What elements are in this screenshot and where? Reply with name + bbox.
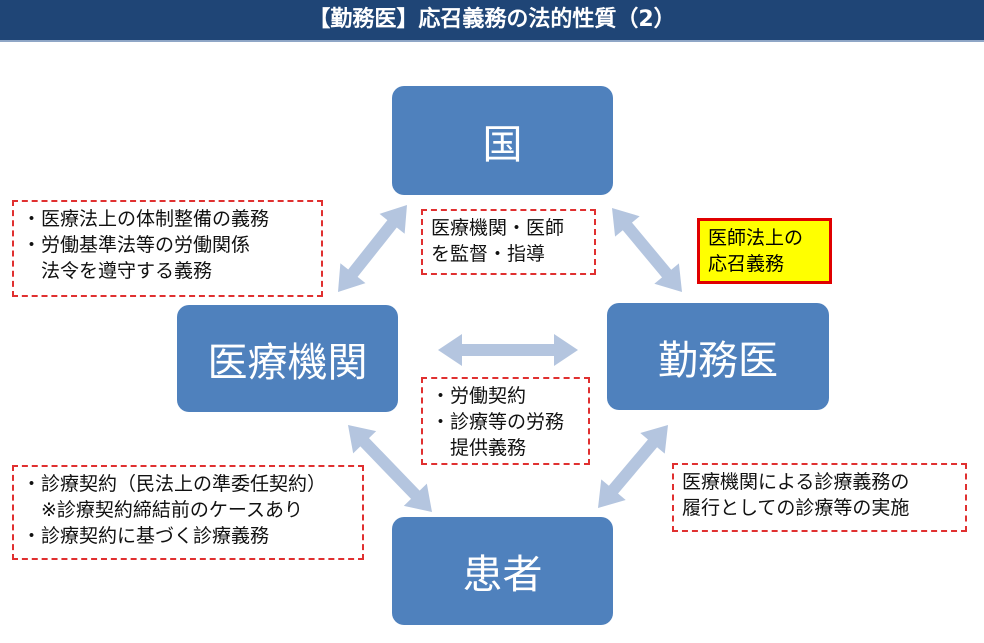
note-supervision: 医療機関・医師 を監督・指導 <box>421 209 596 275</box>
note-duty-to-respond: 医師法上の 応召義務 <box>697 218 832 284</box>
page-title: 【勤務医】応召義務の法的性質（2） <box>0 0 984 42</box>
node-medical-institution: 医療機関 <box>177 305 398 412</box>
note-line: 法令を遵守する義務 <box>22 260 213 282</box>
note-line: ・診療等の労務 <box>431 411 565 433</box>
node-employed-doctor: 勤務医 <box>607 303 829 410</box>
node-patient: 患者 <box>392 517 613 625</box>
note-institution-duties: ・医療法上の体制整備の義務 ・労働基準法等の労働関係 法令を遵守する義務 <box>12 200 323 297</box>
note-line: ・医療法上の体制整備の義務 <box>22 208 270 230</box>
note-line: を監督・指導 <box>431 243 546 265</box>
arrow-institution-doctor-icon <box>438 334 578 366</box>
note-line: 提供義務 <box>431 437 527 459</box>
arrow-doctor-patient-icon <box>598 425 668 508</box>
arrow-institution-patient-icon <box>348 425 432 512</box>
note-line: ※診療契約締結前のケースあり <box>22 499 303 521</box>
note-line: ・労働契約 <box>431 385 527 407</box>
arrow-state-doctor-icon <box>612 208 682 292</box>
node-state: 国 <box>392 86 613 195</box>
note-line: 医師法上の <box>708 227 804 249</box>
note-line: 医療機関・医師 <box>431 217 565 239</box>
note-medical-contract: ・診療契約（民法上の準委任契約） ※診療契約締結前のケースあり ・診療契約に基づ… <box>12 465 364 560</box>
note-line: ・労働基準法等の労働関係 <box>22 234 251 256</box>
note-care-execution: 医療機関による診療義務の 履行としての診療等の実施 <box>672 463 967 532</box>
arrow-institution-state-icon <box>338 205 407 292</box>
note-line: 履行としての診療等の実施 <box>682 497 910 519</box>
note-line: 応召義務 <box>708 253 785 275</box>
note-line: ・診療契約に基づく診療義務 <box>22 525 270 547</box>
note-labor-contract: ・労働契約 ・診療等の労務 提供義務 <box>421 377 590 465</box>
note-line: 医療機関による診療義務の <box>682 471 910 493</box>
note-line: ・診療契約（民法上の準委任契約） <box>22 473 327 495</box>
